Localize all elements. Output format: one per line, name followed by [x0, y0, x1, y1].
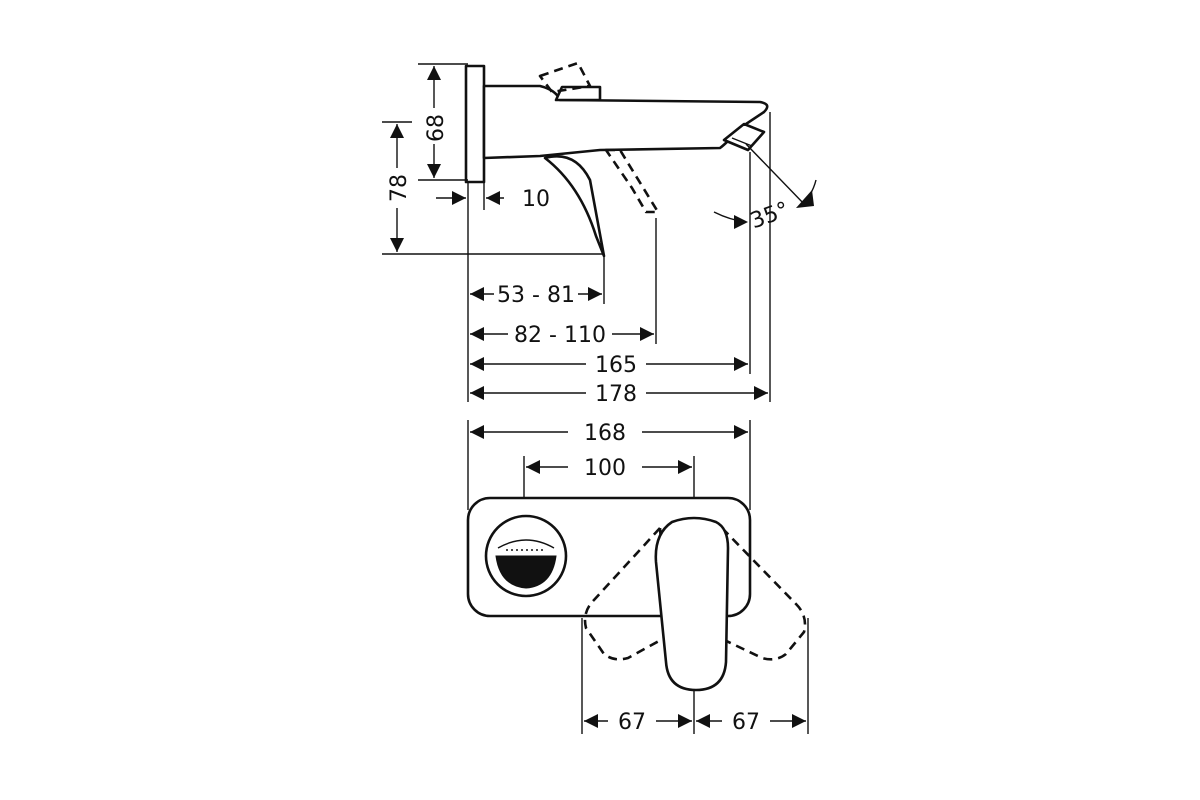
aerator-line	[731, 137, 753, 147]
dim-82-110-arrow-left	[470, 327, 484, 341]
angle-arrow-left	[734, 215, 748, 229]
dim-165-label: 165	[595, 353, 637, 378]
aerator	[722, 122, 766, 152]
angle-arrow-right	[796, 190, 814, 208]
dim-100-label: 100	[584, 456, 626, 481]
dim-53-81-arrow-left	[470, 287, 484, 301]
dim-10-arrow-right	[486, 191, 500, 205]
dim-67-right-label: 67	[732, 710, 760, 735]
lever-alt-left	[583, 526, 670, 661]
dim-67-right-arrow-right	[792, 714, 806, 728]
dim-100-arrow-right	[678, 460, 692, 474]
dim-68-label: 68	[424, 114, 449, 142]
dim-178-arrow-left	[470, 386, 484, 400]
angle-35-label: 35°	[747, 197, 792, 234]
dim-178-label: 178	[595, 382, 637, 407]
dim-165-arrow-left	[470, 357, 484, 371]
dim-78-mask	[385, 168, 409, 208]
aerator-opening	[495, 555, 557, 589]
dim-165-arrow-right	[734, 357, 748, 371]
dim-68-mask	[422, 108, 446, 144]
front-view: 168 100 67 67	[466, 420, 809, 735]
dim-82-110-arrow-right	[640, 327, 654, 341]
lever-handle	[543, 155, 606, 258]
ext-angle	[745, 143, 807, 207]
dim-53-81-arrow-right	[588, 287, 602, 301]
dim-168-arrow-right	[734, 425, 748, 439]
dim-67-left-arrow-left	[584, 714, 598, 728]
dim-168-label: 168	[584, 421, 626, 446]
dim-67-left-arrow-right	[678, 714, 692, 728]
lever-alt-right	[714, 526, 807, 661]
dim-68-arrow-bottom	[427, 164, 441, 178]
dim-100-arrow-left	[526, 460, 540, 474]
lever-alt-handle	[604, 148, 660, 214]
dim-168-arrow-left	[470, 425, 484, 439]
dim-78-arrow-top	[390, 124, 404, 138]
front-lever	[654, 516, 730, 692]
wall-plate	[464, 64, 486, 184]
dim-67-left-label: 67	[618, 710, 646, 735]
side-view: 68 78 10 53 - 81 82 - 110 165	[382, 61, 817, 407]
dim-68-arrow-top	[427, 66, 441, 80]
dim-10-label: 10	[522, 187, 550, 212]
dim-67-right-arrow-left	[696, 714, 710, 728]
dim-78-label: 78	[387, 174, 412, 202]
aerator-rim	[497, 539, 555, 549]
lever-alt-top	[538, 61, 592, 94]
dim-82-110-label: 82 - 110	[514, 323, 606, 348]
dim-53-81-label: 53 - 81	[497, 283, 575, 308]
dim-178-arrow-right	[754, 386, 768, 400]
dim-10-arrow-left	[452, 191, 466, 205]
spout-body	[482, 84, 769, 160]
dim-78-arrow-bottom	[390, 238, 404, 252]
